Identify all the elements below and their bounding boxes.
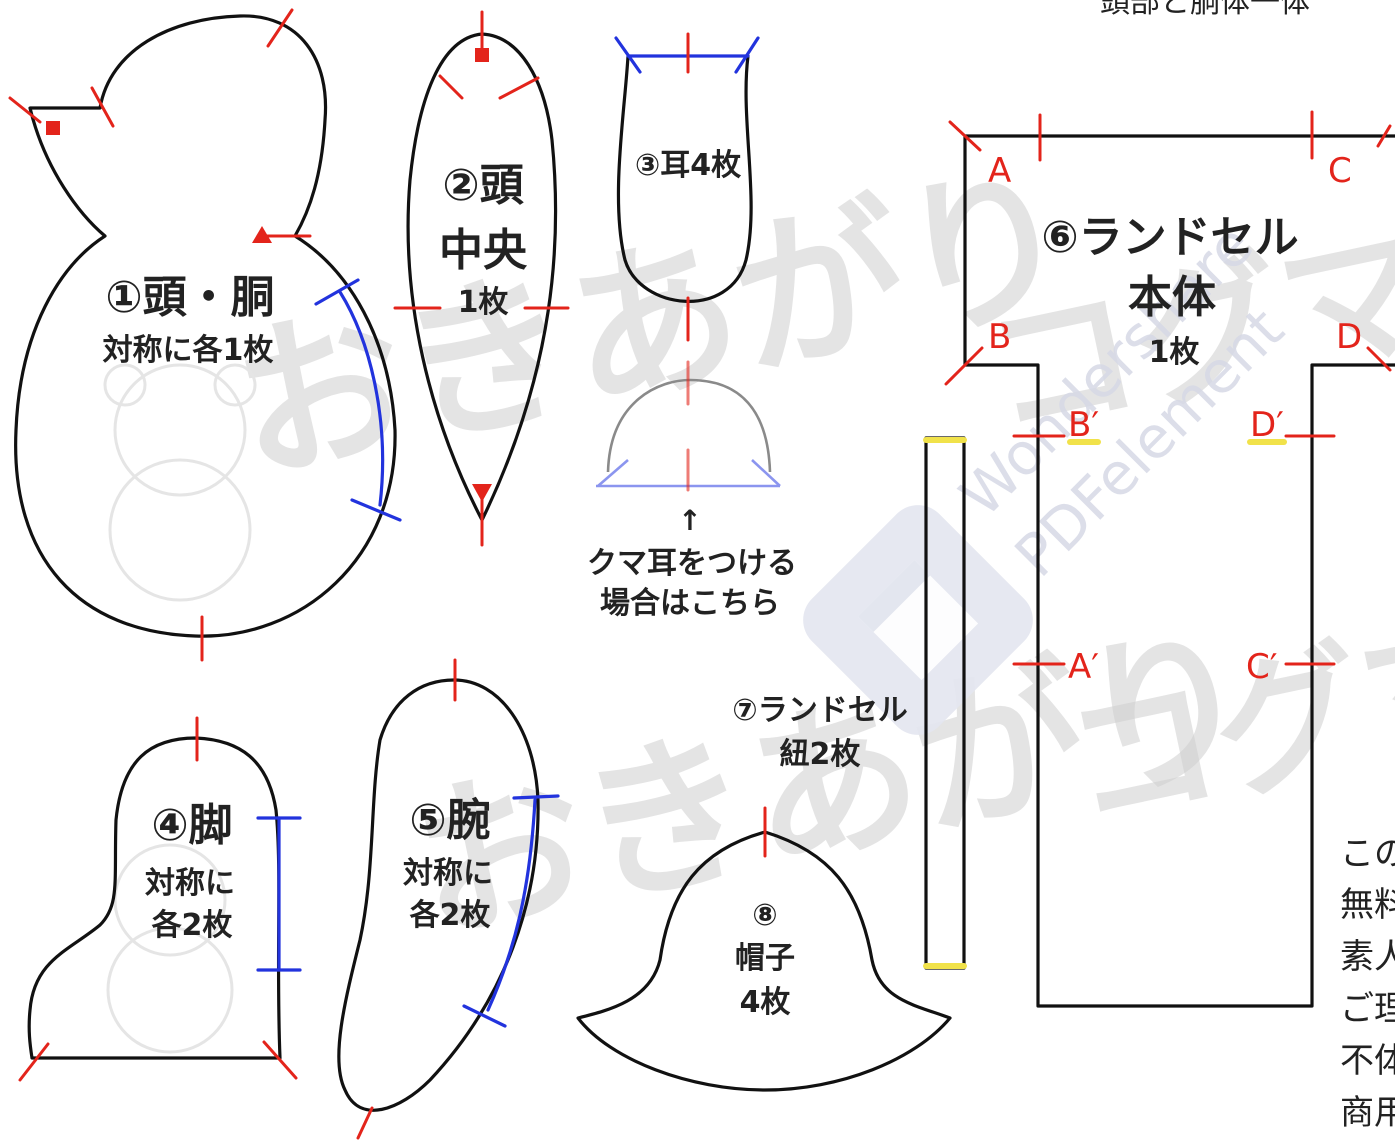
bear-ear-line-1: クマ耳をつける — [587, 546, 797, 581]
piece-6-sub: 本体 — [1128, 272, 1216, 323]
side-note: この 無料 素人 ご理 不体 商用 — [1340, 834, 1395, 1133]
piece-1-note: 対称に各1枚 — [103, 333, 274, 368]
piece-4-note-2: 各2枚 — [151, 908, 233, 943]
piece-8-number: ⑧ — [752, 898, 777, 933]
piece-3-ears: ③耳4枚 — [614, 32, 760, 342]
piece-4-title: ④脚 — [151, 800, 232, 851]
watermark-text-1: おきあがり — [217, 140, 1090, 510]
piece-3-title: ③耳4枚 — [635, 148, 741, 183]
arrow-up-icon: ↑ — [678, 504, 701, 537]
marker-B: B — [988, 317, 1011, 357]
piece-5-note-1: 対称に — [403, 856, 493, 891]
side-note-line-6: 商用 — [1340, 1093, 1395, 1133]
piece-6-count: 1枚 — [1149, 335, 1200, 370]
bear-silhouette-icon — [103, 363, 257, 602]
piece-5-arm: ⑤腕 対称に 各2枚 — [337, 658, 560, 1140]
piece-7-strap: ⑦ランドセル 紐2枚 — [732, 436, 967, 970]
bear-ear-alternative: ↑ クマ耳をつける 場合はこちら — [587, 360, 797, 621]
piece-5-note-2: 各2枚 — [409, 898, 491, 933]
piece-2-count: 1枚 — [458, 285, 509, 320]
marker-D: D — [1336, 317, 1362, 357]
marker-B-prime: B′ — [1068, 405, 1099, 445]
piece-7-title: ⑦ランドセル — [732, 693, 907, 728]
piece-6-title: ⑥ランドセル — [1041, 212, 1298, 263]
side-note-line-5: 不体 — [1340, 1041, 1395, 1081]
marker-D-prime: D′ — [1250, 405, 1284, 445]
piece-8-hat: ⑧ 帽子 4枚 — [576, 806, 952, 1092]
marker-A-prime: A′ — [1068, 647, 1099, 687]
marker-C-prime: C′ — [1246, 647, 1277, 687]
header-fragment: 頭部と胴体一体 — [1100, 0, 1310, 20]
side-note-line-4: ご理 — [1340, 989, 1395, 1029]
pdfelement-logo-icon — [803, 505, 1033, 735]
side-note-line-3: 素人 — [1340, 937, 1395, 977]
bear-silhouette-icon — [106, 843, 234, 1054]
marker-A: A — [988, 151, 1011, 191]
piece-2-title-b: 中央 — [439, 225, 528, 276]
marker-C: C — [1328, 151, 1352, 191]
side-note-line-1: この — [1340, 834, 1395, 874]
piece-8-name: 帽子 — [735, 941, 795, 976]
piece-2-head-center: ②頭 中央 1枚 — [393, 10, 570, 547]
piece-1-title: ①頭・胴 — [105, 272, 274, 323]
piece-2-title-a: ②頭 — [442, 160, 524, 211]
piece-5-title: ⑤腕 — [409, 795, 490, 846]
piece-6-randoseru-body: A B C D B′ D′ A′ C′ ⑥ランドセル 本体 1枚 — [944, 110, 1395, 1008]
bear-ear-line-2: 場合はこちら — [600, 586, 780, 621]
piece-1-head-body: ①頭・胴 対称に各1枚 — [8, 8, 402, 662]
side-note-line-2: 無料 — [1340, 885, 1395, 925]
piece-4-note-1: 対称に — [145, 866, 235, 901]
piece-8-count: 4枚 — [740, 985, 791, 1020]
piece-4-leg: ④脚 対称に 各2枚 — [18, 716, 302, 1082]
piece-7-note: 紐2枚 — [780, 737, 861, 772]
